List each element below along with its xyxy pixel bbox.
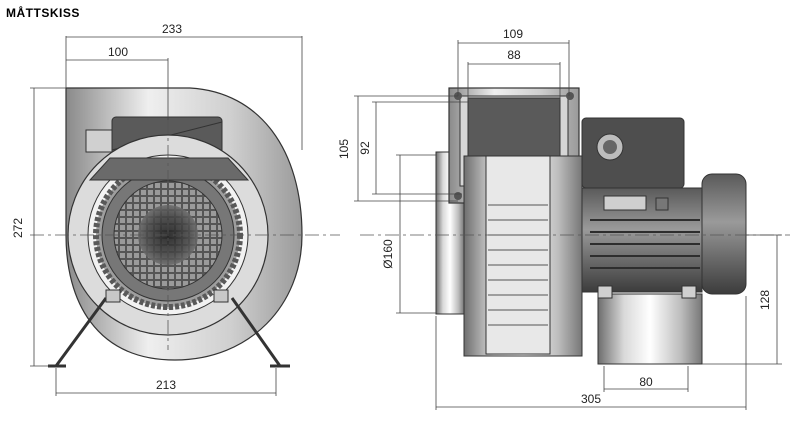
dim-outlet-height-outer: 105 — [337, 139, 351, 159]
dim-outlet-outer: 109 — [503, 27, 523, 41]
cable-gland — [85, 129, 113, 153]
drawing-title: MÅTTSKISS — [6, 6, 80, 20]
dim-base-width: 213 — [156, 378, 176, 392]
side-view — [360, 87, 790, 365]
dim-inlet-diameter: Ø160 — [381, 239, 395, 269]
motor-terminal-box — [581, 117, 685, 189]
dim-front-width: 233 — [162, 22, 182, 36]
dim-total-length: 305 — [581, 392, 601, 406]
motor-end-cap — [701, 173, 747, 295]
front-dimensions — [30, 36, 303, 396]
dim-outlet-height-inner: 92 — [358, 141, 372, 155]
front-view — [30, 87, 340, 368]
dim-motor-axis-height: 128 — [758, 290, 772, 310]
dim-height: 272 — [11, 218, 25, 238]
rating-plate — [603, 195, 647, 211]
dim-inlet-offset: 100 — [108, 45, 128, 59]
dim-outlet-inner: 88 — [507, 48, 521, 62]
side-dimensions — [354, 40, 782, 410]
dim-foot-spacing: 80 — [639, 375, 653, 389]
